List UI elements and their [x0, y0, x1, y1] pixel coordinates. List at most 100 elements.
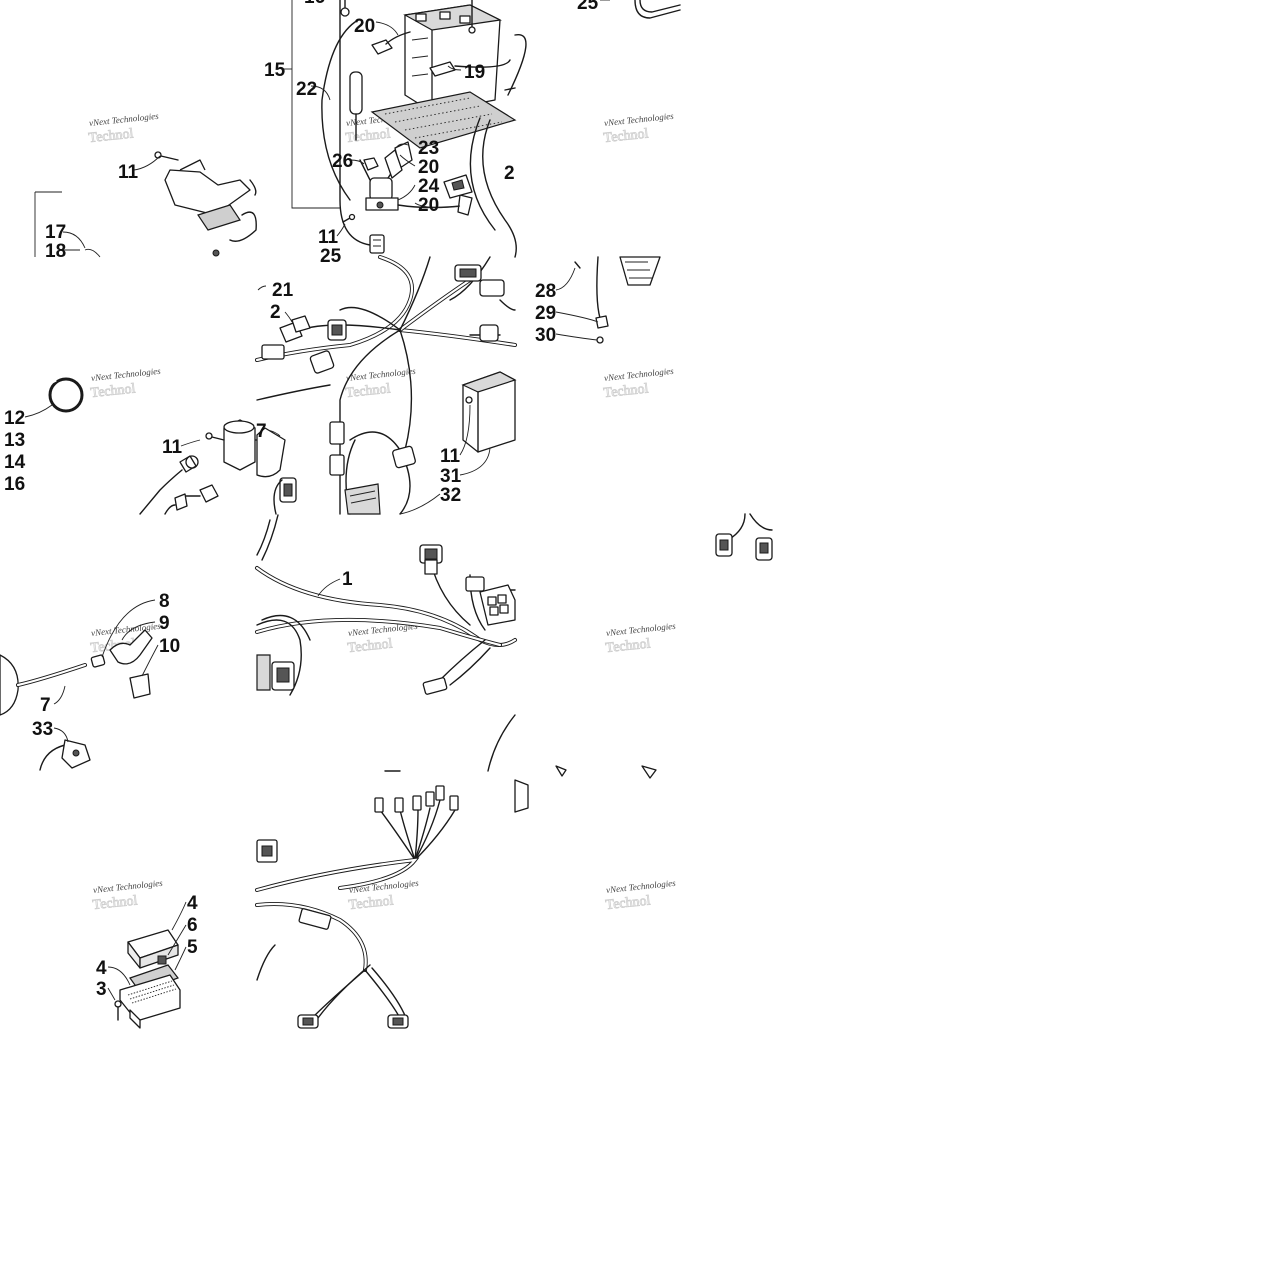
junction-connector: [256, 839, 278, 863]
svg-text:vNext Technologies: vNext Technologies: [93, 878, 164, 895]
relay-25: [369, 234, 385, 254]
terminal-fanout: [255, 785, 459, 1029]
small-connector-left: [273, 477, 297, 515]
callout-29: 29: [535, 303, 556, 324]
svg-text:Technol: Technol: [347, 636, 393, 656]
svg-text:vNext Technologies: vNext Technologies: [606, 878, 677, 895]
watermark-9: Technol vNext Technologies: [605, 621, 677, 657]
callout-31: 31: [440, 466, 462, 487]
callout-22: 22: [296, 79, 317, 100]
hose-clamp-12: [48, 377, 84, 413]
svg-text:vNext Technologies: vNext Technologies: [606, 621, 677, 638]
regulator: [256, 427, 286, 478]
leader-lines: [24, 0, 610, 1001]
svg-text:Technol: Technol: [88, 126, 134, 146]
callout-3: 3: [96, 979, 107, 1000]
svg-text:Technol: Technol: [605, 893, 651, 913]
nut-26: [363, 157, 379, 171]
callout-15: 15: [264, 60, 286, 81]
callout-16-top: 16: [304, 0, 325, 8]
callout-25b: 25: [320, 246, 342, 267]
callout-6: 6: [187, 915, 198, 936]
callout-16b: 16: [4, 474, 25, 495]
watermark-1: Technol vNext Technologies: [88, 111, 160, 147]
callout-14: 14: [4, 452, 26, 473]
harness-fragment-bottom: [384, 714, 657, 779]
callout-25-top: 25: [577, 0, 599, 14]
callout-2b: 2: [270, 302, 281, 323]
callout-4b: 4: [96, 958, 107, 979]
spark-plug-lead: [139, 455, 219, 515]
callout-11d: 11: [440, 446, 461, 467]
control-box-31: [461, 371, 517, 453]
battery-cables: [321, 0, 527, 258]
callout-20a: 20: [354, 16, 375, 37]
svg-text:vNext Technologies: vNext Technologies: [89, 111, 160, 128]
watermark-5: Technol vNext Technologies: [345, 366, 417, 402]
svg-text:Technol: Technol: [345, 126, 391, 146]
main-harness-1: [255, 514, 517, 696]
callout-26: 26: [332, 151, 353, 172]
svg-text:vNext Technologies: vNext Technologies: [604, 366, 675, 383]
callout-20c: 20: [418, 195, 439, 216]
watermark-10: Technol vNext Technologies: [92, 878, 164, 914]
battery: [403, 0, 502, 113]
callout-28: 28: [535, 281, 556, 302]
watermark-6: Technol vNext Technologies: [603, 366, 675, 402]
ignition-coil: [205, 419, 257, 471]
watermark-3: Technol vNext Technologies: [603, 111, 675, 147]
callout-11b: 11: [318, 227, 339, 248]
callout-21: 21: [272, 280, 294, 301]
screw-11a: [342, 213, 356, 223]
harness-connectors-lower: [256, 544, 516, 695]
svg-text:Technol: Technol: [605, 636, 651, 656]
callout-33: 33: [32, 719, 53, 740]
callout-7b: 7: [40, 695, 51, 716]
fuse-box: [114, 929, 181, 1029]
connector-pair-right: [715, 513, 773, 561]
callout-9: 9: [159, 613, 170, 634]
callout-17: 17: [45, 222, 66, 243]
spark-plug-wire: [0, 629, 153, 771]
main-harness-upper: [255, 255, 517, 515]
callout-7a: 7: [256, 421, 267, 442]
svg-text:Technol: Technol: [92, 893, 138, 913]
callout-12: 12: [4, 408, 25, 429]
callout-19: 19: [464, 62, 485, 83]
callout-13: 13: [4, 430, 25, 451]
svg-text:Technol: Technol: [348, 893, 394, 913]
callout-11a: 11: [118, 162, 139, 183]
watermark-8: Technol vNext Technologies: [347, 621, 419, 657]
callout-1: 1: [342, 569, 353, 590]
cable-25-top: [634, 0, 681, 19]
callout-4a: 4: [187, 893, 198, 914]
callout-30: 30: [535, 325, 556, 346]
svg-text:vNext Technologies: vNext Technologies: [91, 366, 162, 383]
callout-23: 23: [418, 138, 439, 159]
callout-8: 8: [159, 591, 170, 612]
fuse-block: [443, 174, 473, 199]
cover-bracket: [34, 151, 257, 258]
harness-connectors-upper: [261, 264, 505, 515]
battery-pad: [370, 91, 517, 149]
callout-11c: 11: [162, 437, 183, 458]
svg-text:Technol: Technol: [345, 381, 391, 401]
callout-5: 5: [187, 937, 198, 958]
callout-10: 10: [159, 636, 180, 657]
svg-text:Technol: Technol: [90, 381, 136, 401]
callout-20b: 20: [418, 157, 439, 178]
watermark-11: Technol vNext Technologies: [348, 878, 420, 914]
svg-text:vNext Technologies: vNext Technologies: [91, 621, 162, 638]
svg-text:Technol: Technol: [603, 126, 649, 146]
callout-24: 24: [418, 176, 440, 197]
bracket-15-frame: [282, 0, 340, 209]
watermark-4: Technol vNext Technologies: [90, 366, 162, 402]
svg-text:vNext Technologies: vNext Technologies: [604, 111, 675, 128]
watermark-12: Technol vNext Technologies: [605, 878, 677, 914]
cable-28-29-30: [574, 256, 661, 344]
svg-text:Technol: Technol: [603, 381, 649, 401]
callout-18: 18: [45, 241, 66, 262]
callout-2a: 2: [504, 163, 515, 184]
callout-32: 32: [440, 485, 461, 506]
